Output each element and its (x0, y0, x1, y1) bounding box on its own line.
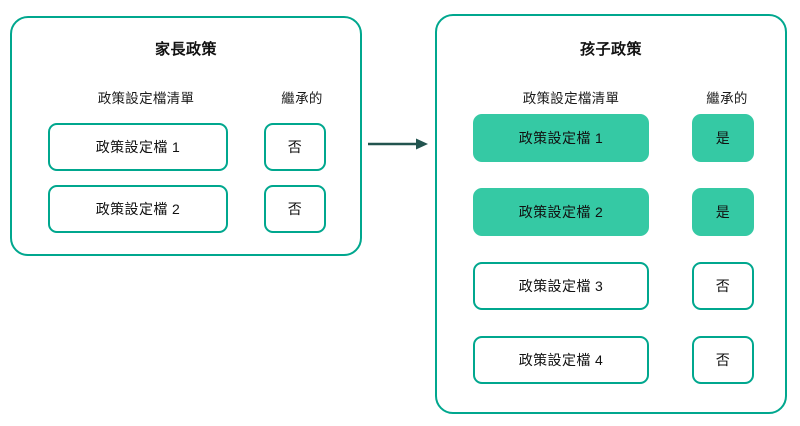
child-row-4: 政策設定檔 4 否 (437, 336, 785, 384)
parent-profile-chip-1[interactable]: 政策設定檔 1 (48, 123, 228, 171)
child-inherited-chip-3[interactable]: 否 (692, 262, 754, 310)
child-inherited-chip-2[interactable]: 是 (692, 188, 754, 236)
child-column-header-profile-list: 政策設定檔清單 (522, 91, 620, 106)
parent-inherited-chip-2[interactable]: 否 (264, 185, 326, 233)
child-inherited-chip-1[interactable]: 是 (692, 114, 754, 162)
child-policy-title: 孩子政策 (579, 41, 642, 58)
child-profile-chip-1[interactable]: 政策設定檔 1 (473, 114, 649, 162)
child-profile-chip-3[interactable]: 政策設定檔 3 (473, 262, 649, 310)
child-profile-chip-2[interactable]: 政策設定檔 2 (473, 188, 649, 236)
parent-row-2: 政策設定檔 2 否 (12, 185, 360, 233)
child-column-header-inherited: 繼承的 (706, 91, 748, 106)
parent-column-header-inherited: 繼承的 (281, 91, 323, 106)
child-row-2: 政策設定檔 2 是 (437, 188, 785, 236)
parent-row-1: 政策設定檔 1 否 (12, 123, 360, 171)
inheritance-arrow (368, 132, 430, 156)
parent-policy-panel: 家長政策 政策設定檔清單 繼承的 政策設定檔 1 否 政策設定檔 2 否 (10, 16, 362, 256)
child-row-3: 政策設定檔 3 否 (437, 262, 785, 310)
parent-column-header-profile-list: 政策設定檔清單 (97, 91, 195, 106)
arrow-right-icon (368, 138, 428, 150)
parent-policy-title: 家長政策 (154, 41, 217, 58)
child-profile-chip-4[interactable]: 政策設定檔 4 (473, 336, 649, 384)
parent-profile-chip-2[interactable]: 政策設定檔 2 (48, 185, 228, 233)
child-policy-panel: 孩子政策 政策設定檔清單 繼承的 政策設定檔 1 是 政策設定檔 2 是 政策設… (435, 14, 787, 414)
child-row-1: 政策設定檔 1 是 (437, 114, 785, 162)
child-inherited-chip-4[interactable]: 否 (692, 336, 754, 384)
parent-inherited-chip-1[interactable]: 否 (264, 123, 326, 171)
